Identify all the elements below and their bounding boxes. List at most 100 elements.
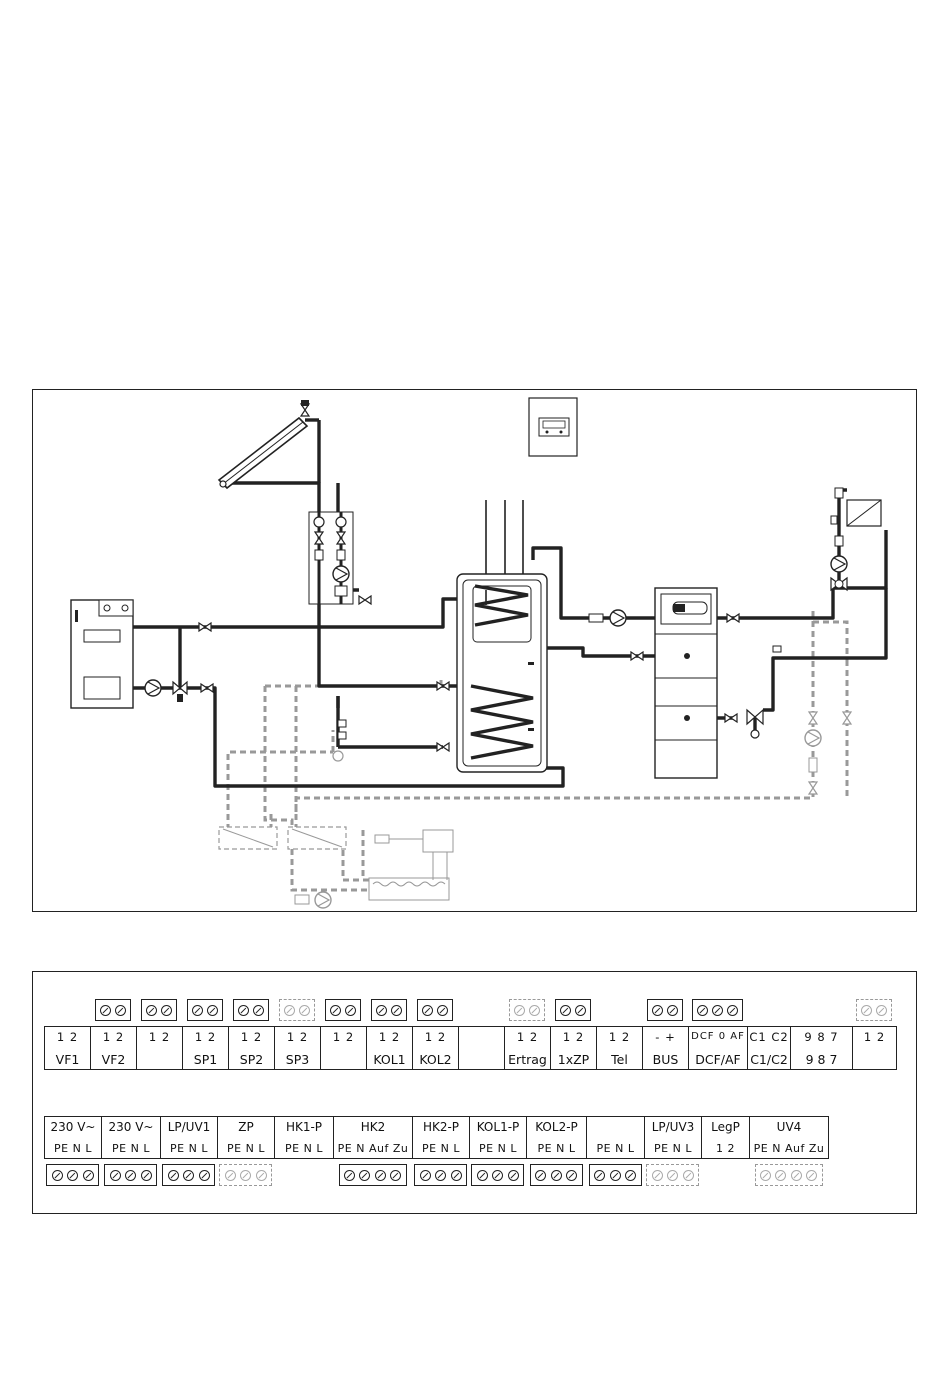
terminal-pins: 1 2 <box>608 1030 631 1044</box>
upper-terminal-screws <box>509 999 545 1021</box>
upper-terminal-screws <box>692 999 743 1021</box>
lower-terminal-screws <box>754 1164 823 1186</box>
upper-terminal-2: 1 2 <box>136 1026 183 1070</box>
screw-icon <box>727 1004 738 1016</box>
terminal-pins: 1 2 <box>562 1030 585 1044</box>
screw-icon <box>667 1169 678 1181</box>
lower-terminal-9: PE N L <box>586 1116 645 1159</box>
terminal-pins: 1 2 <box>378 1030 401 1044</box>
screw-icon <box>183 1169 194 1181</box>
upper-terminal-screws <box>647 999 683 1021</box>
terminal-label: 230 V~ <box>50 1120 96 1134</box>
upper-terminal-4: 1 2 SP2 <box>228 1026 275 1070</box>
screw-icon <box>625 1169 636 1181</box>
screw-icon <box>514 1004 525 1016</box>
lower-terminal-screws <box>646 1164 699 1186</box>
terminal-pins: PE N L <box>170 1142 208 1155</box>
screw-icon <box>67 1169 78 1181</box>
terminal-label: VF1 <box>55 1052 80 1067</box>
screw-icon <box>192 1004 203 1016</box>
upper-terminal-14: DCF 0 AF DCF/AF <box>688 1026 748 1070</box>
screw-icon <box>566 1169 577 1181</box>
terminal-label: LP/UV3 <box>651 1120 695 1134</box>
ground-collector <box>368 877 450 901</box>
terminal-pins: 1 2 <box>516 1030 539 1044</box>
screw-icon <box>535 1169 546 1181</box>
screw-icon <box>284 1004 295 1016</box>
screw-icon <box>167 1169 179 1181</box>
terminal-label: LP/UV1 <box>167 1120 211 1134</box>
screw-icon <box>240 1169 251 1181</box>
lower-terminal-screws <box>219 1164 272 1186</box>
terminal-pins: PE N Auf Zu <box>337 1142 409 1155</box>
mixer-valve-icon <box>332 750 344 762</box>
screw-icon <box>207 1004 218 1016</box>
terminal-pins: DCF 0 AF <box>691 1031 745 1042</box>
terminal-pins: PE N Auf Zu <box>753 1142 825 1155</box>
screw-icon <box>806 1169 818 1181</box>
thermometer-icon <box>313 516 325 528</box>
upper-terminal-screws <box>279 999 315 1021</box>
screw-icon <box>255 1169 267 1181</box>
screw-icon <box>422 1004 433 1016</box>
terminal-label: SP2 <box>239 1052 264 1067</box>
screw-icon <box>253 1004 264 1016</box>
terminal-label: KOL2 <box>419 1052 452 1067</box>
heat-generator <box>654 587 718 779</box>
terminal-label: HK1-P <box>285 1120 323 1134</box>
terminal-pins: PE N L <box>227 1142 265 1155</box>
screw-icon <box>82 1169 94 1181</box>
hydraulic-diagram-svg <box>70 397 888 909</box>
screw-icon <box>861 1004 872 1016</box>
controller-box-small <box>422 829 454 853</box>
terminal-pins: 1 2 <box>240 1030 263 1044</box>
upper-terminal-screws <box>856 999 892 1021</box>
lower-terminal-0: 230 V~ PE N L <box>44 1116 102 1159</box>
screw-icon <box>146 1004 157 1016</box>
lower-terminal-2: LP/UV1 PE N L <box>160 1116 218 1159</box>
screw-icon <box>390 1169 402 1181</box>
upper-terminal-screws <box>141 999 177 1021</box>
upper-terminal-screws <box>325 999 361 1021</box>
terminal-pins: PE N L <box>54 1142 92 1155</box>
storage-tank <box>456 573 548 773</box>
thermometer-icon <box>335 516 347 528</box>
three-way-valve-icon <box>746 708 764 726</box>
screw-icon <box>374 1169 386 1181</box>
screw-icon <box>507 1169 519 1181</box>
screw-icon <box>609 1169 621 1181</box>
terminal-label: VF2 <box>101 1052 126 1067</box>
screw-icon <box>115 1004 126 1016</box>
terminal-pins: PE N L <box>654 1142 692 1155</box>
brine-pump-icon <box>314 891 332 909</box>
dhw-pump-icon <box>609 609 627 627</box>
screw-icon <box>359 1169 371 1181</box>
terminal-pins: PE N L <box>596 1142 635 1155</box>
terminal-label: KOL2-P <box>535 1120 578 1134</box>
screw-icon <box>876 1004 887 1016</box>
screw-icon <box>790 1169 802 1181</box>
lower-terminal-screws <box>414 1164 467 1186</box>
terminal-label: 9 8 7 <box>805 1052 838 1067</box>
terminal-label: DCF/AF <box>695 1052 741 1067</box>
lower-terminal-screws <box>338 1164 407 1186</box>
screw-icon <box>476 1169 488 1181</box>
lower-terminal-screws <box>471 1164 524 1186</box>
terminal-pins: 1 2 <box>148 1030 171 1044</box>
terminal-label: UV4 <box>776 1120 802 1134</box>
terminal-label: C1/C2 <box>750 1052 788 1067</box>
heating-circuit-pump-icon <box>830 555 848 573</box>
screw-icon <box>594 1169 605 1181</box>
screw-icon <box>238 1004 249 1016</box>
upper-terminal-screws <box>417 999 453 1021</box>
